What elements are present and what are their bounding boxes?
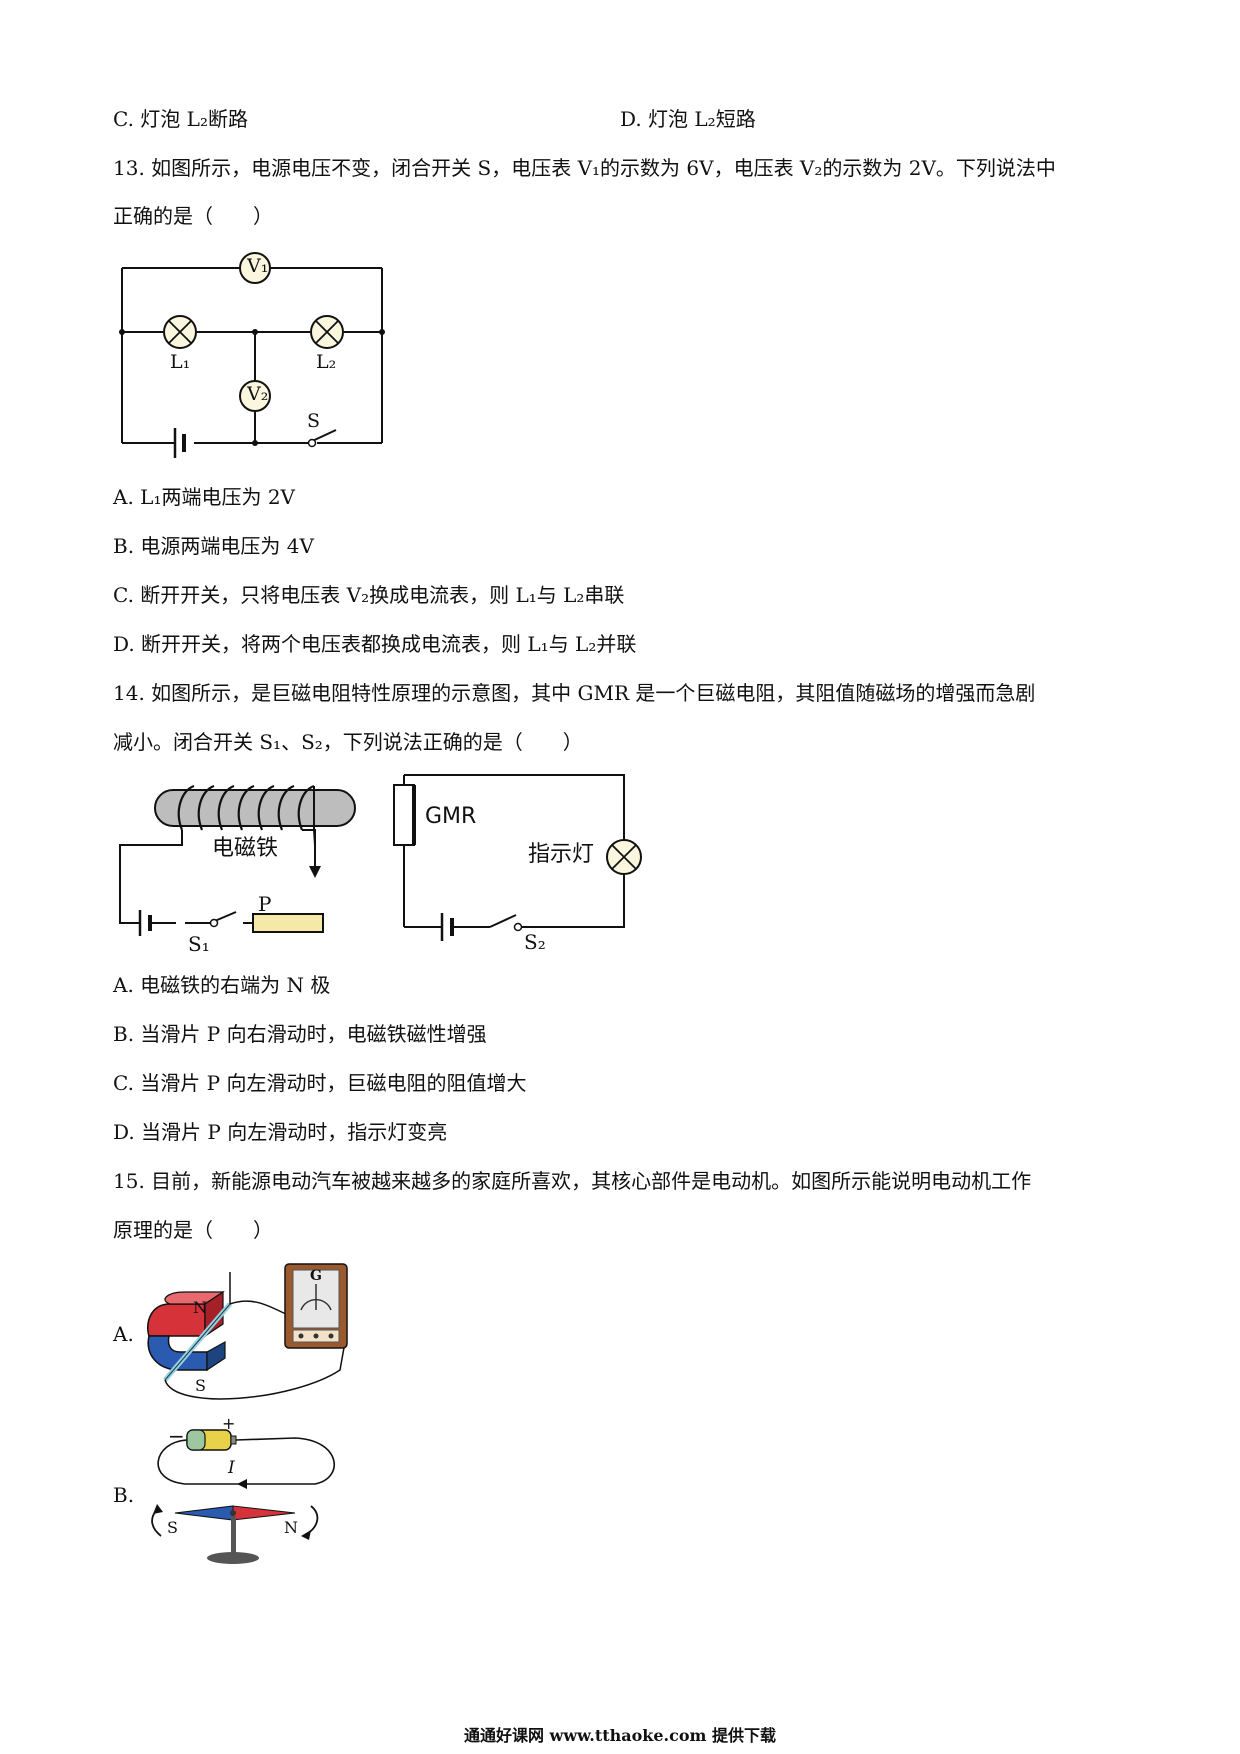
q14-gmr-resistor	[393, 784, 415, 846]
q15-b-label-s: S	[167, 1518, 178, 1537]
q14-stem-line1: 14. 如图所示，是巨磁电阻特性原理的示意图，其中 GMR 是一个巨磁电阻，其阻…	[113, 681, 1036, 705]
q13-stem-line2: 正确的是（ ）	[113, 204, 273, 228]
q15-stem-line1: 15. 目前，新能源电动汽车被越来越多的家庭所喜欢，其核心部件是电动机。如图所示…	[113, 1169, 1032, 1193]
q15-b-label-plus: +	[222, 1414, 236, 1433]
q13-label-l2: L₂	[316, 351, 337, 373]
q12-option-d: D. 灯泡 L₂短路	[620, 107, 756, 131]
q14-label-gmr: GMR	[425, 804, 477, 829]
q13-lamp-l1	[163, 315, 197, 349]
q15-a-label-n: N	[193, 1298, 207, 1317]
q14-indicator-lamp	[606, 839, 642, 875]
q14-option-c: C. 当滑片 P 向左滑动时，巨磁电阻的阻值增大	[113, 1071, 527, 1095]
q13-circuit-diagram	[119, 252, 385, 458]
q13-option-c: C. 断开开关，只将电压表 V₂换成电流表，则 L₁与 L₂串联	[113, 583, 625, 607]
q15-option-b-figure	[151, 1429, 335, 1564]
q15-b-label-n: N	[284, 1518, 298, 1537]
q13-option-a: A. L₁两端电压为 2V	[113, 485, 295, 509]
q13-stem-line1: 13. 如图所示，电源电压不变，闭合开关 S，电压表 V₁的示数为 6V，电压表…	[113, 156, 1056, 180]
q13-label-v2: V₂	[247, 383, 269, 405]
q15-b-label-minus: −	[168, 1424, 185, 1448]
q14-electromagnet-circuit	[119, 784, 356, 936]
q15-option-a-label: A.	[113, 1322, 134, 1346]
q13-voltmeter-v1	[239, 252, 271, 284]
q15-battery	[186, 1429, 237, 1451]
q14-gmr-circuit	[393, 774, 642, 941]
q15-b-label-current-i: I	[228, 1458, 235, 1478]
q15-option-b-label: B.	[113, 1483, 135, 1507]
q15-compass-needle	[174, 1505, 296, 1521]
q14-label-electromagnet: 电磁铁	[212, 836, 279, 861]
q14-option-d: D. 当滑片 P 向左滑动时，指示灯变亮	[113, 1120, 448, 1144]
q13-label-s: S	[307, 410, 321, 432]
q13-voltmeter-v2	[239, 380, 271, 412]
q15-option-a-figure	[147, 1263, 348, 1400]
q14-rheostat	[252, 913, 324, 933]
q14-label-s2: S₂	[524, 930, 546, 954]
q13-option-b: B. 电源两端电压为 4V	[113, 534, 314, 558]
q14-stem-line2: 减小。闭合开关 S₁、S₂，下列说法正确的是（ ）	[113, 730, 583, 754]
page-footer: 通通好课网 www.tthaoke.com 提供下载	[463, 1726, 777, 1745]
q14-option-b: B. 当滑片 P 向右滑动时，电磁铁磁性增强	[113, 1022, 487, 1046]
q14-label-p: P	[258, 892, 272, 916]
q14-label-indicator-lamp: 指示灯	[528, 842, 595, 867]
q14-option-a: A. 电磁铁的右端为 N 极	[113, 973, 331, 997]
q15-galvanometer	[284, 1263, 348, 1349]
q13-label-l1: L₁	[170, 351, 191, 373]
q14-label-s1: S₁	[188, 932, 210, 956]
q15-stem-line2: 原理的是（ ）	[113, 1218, 273, 1242]
q13-label-v1: V₁	[247, 255, 269, 277]
q13-option-d: D. 断开开关，将两个电压表都换成电流表，则 L₁与 L₂并联	[113, 632, 637, 656]
q12-option-c: C. 灯泡 L₂断路	[113, 107, 248, 131]
q14-iron-core	[154, 789, 356, 827]
q15-a-label-s: S	[195, 1376, 206, 1395]
q13-lamp-l2	[310, 315, 344, 349]
q15-a-label-g: G	[310, 1268, 322, 1284]
